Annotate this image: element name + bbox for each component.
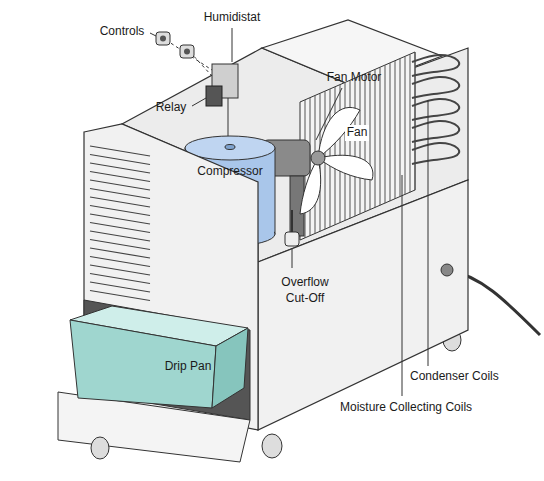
coil-fin [405,57,406,195]
dashed-line [166,40,212,70]
coil-fin [400,59,401,197]
part-label: Fan Motor [327,70,382,86]
leader-line [402,175,403,396]
louver [90,231,150,241]
louver [90,214,150,224]
part-label: Humidistat [204,10,261,26]
condenser-tube [412,121,459,142]
fan-blade [300,158,321,214]
louver [90,163,150,173]
coil-fin [350,80,351,218]
float-stem [291,210,293,232]
coil-fin [410,54,411,192]
condenser-tube [412,99,459,120]
coil-fin [365,74,366,212]
part-label: Relay [156,100,187,116]
compressor-port [225,145,235,150]
louver [90,180,150,190]
coil-fin [355,78,356,216]
control-knobs [156,32,212,76]
coil-fin [415,52,416,190]
coil-fin [370,72,371,210]
louver [90,291,150,301]
condenser-tubes [412,55,459,164]
part-label: Drip Pan [165,359,212,375]
coil-fin [375,70,376,208]
pan-side [212,328,248,408]
coil-fin [380,67,381,205]
louver [90,282,150,292]
fan-hub [311,151,325,165]
part-label: Compressor [197,164,262,180]
coil-fin [395,61,396,199]
leader-lines [150,28,428,396]
coil-fin [340,85,341,223]
knob-center [184,49,190,55]
louver [90,274,150,284]
cord-socket [441,264,453,276]
part-label: Fan [345,125,370,141]
part-label: Condenser Coils [410,369,499,385]
leader-line [292,248,293,268]
louver [90,146,150,156]
louver [90,240,150,250]
leader-line [316,88,342,140]
condenser-tube [412,143,459,164]
knob [156,32,170,45]
louver [90,155,150,165]
condenser-tube [412,77,459,98]
leader-line [150,33,156,36]
wheel [91,437,109,459]
coil-fin [360,76,361,214]
louver [90,206,150,216]
louvers [90,146,150,301]
knob [180,45,194,58]
part-label: Moisture Collecting Coils [340,400,472,416]
knob-center [160,36,166,42]
part-label: Controls [100,24,145,40]
coil-fin [390,63,391,201]
relay-box [206,86,222,106]
louver [90,197,150,207]
louver [90,172,150,182]
louver [90,257,150,267]
leader-line [232,28,233,62]
leader-line [192,98,206,106]
pan-front [70,320,216,408]
louver [90,189,150,199]
leader-line [428,100,429,366]
fan-blade [318,155,373,180]
louver [90,248,150,258]
float-switch [285,232,299,246]
coil-fin [385,65,386,203]
coil-fin [345,83,346,221]
part-label: Overflow Cut-Off [274,275,336,306]
wheel [262,434,282,458]
condenser-tube [412,55,459,76]
louver [90,265,150,275]
louver [90,223,150,233]
drip-pan [70,306,248,408]
fan-blades [300,107,373,214]
